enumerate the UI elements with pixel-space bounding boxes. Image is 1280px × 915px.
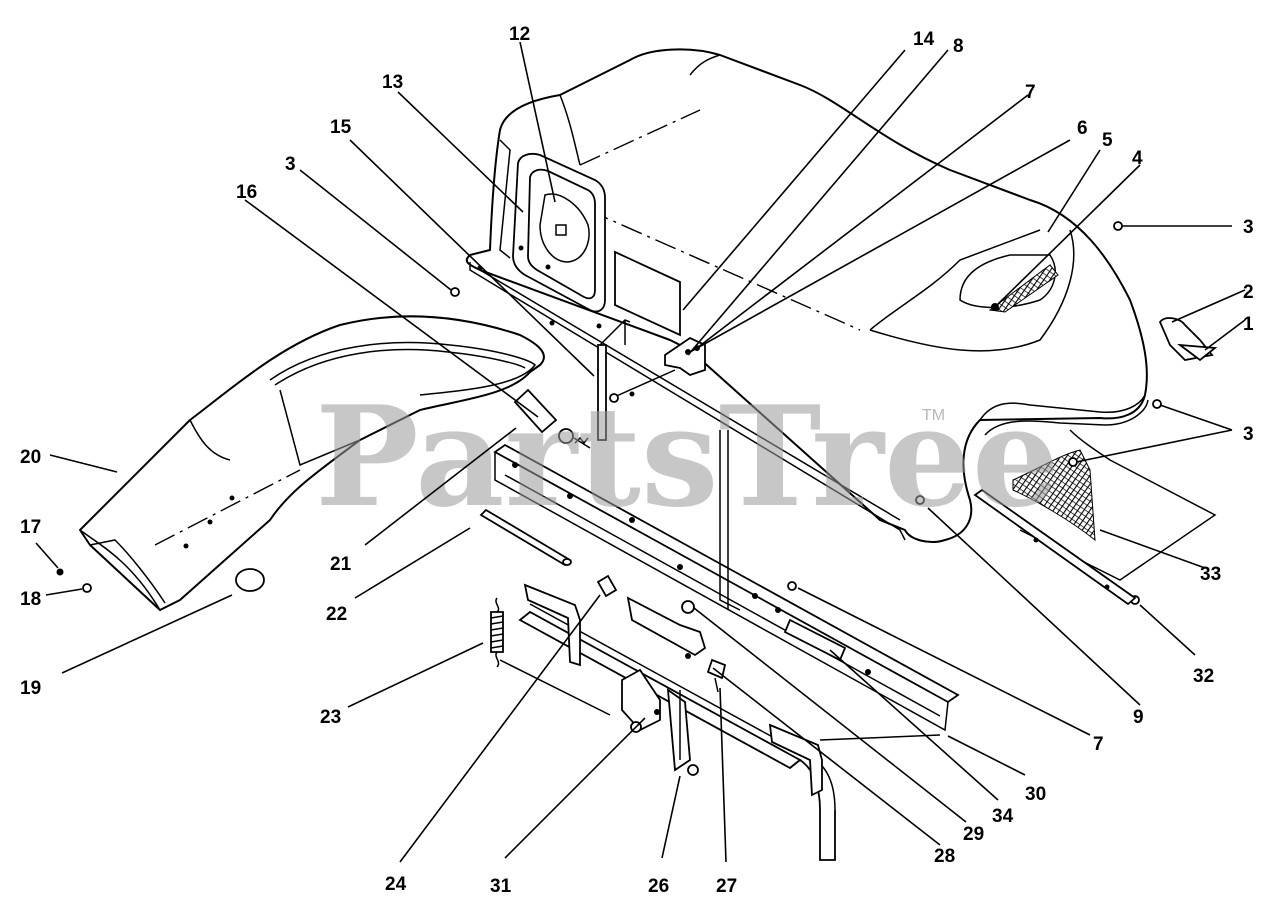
callout-16: 16 <box>236 182 257 203</box>
pivot-rod <box>479 508 572 567</box>
lift-rod <box>597 319 631 441</box>
callout-29: 29 <box>963 824 984 845</box>
callout-22: 22 <box>326 604 347 625</box>
callout-20: 20 <box>20 447 41 468</box>
linkage-assembly <box>490 574 941 861</box>
callout-3-top-right: 3 <box>1243 217 1254 238</box>
callout-18: 18 <box>20 589 41 610</box>
callout-15: 15 <box>330 117 352 138</box>
hardware <box>56 221 1218 606</box>
callout-27: 27 <box>716 876 737 897</box>
callout-19: 19 <box>20 678 41 699</box>
callout-23: 23 <box>320 707 341 728</box>
watermark-trademark: TM <box>922 407 945 424</box>
callout-13: 13 <box>382 72 403 93</box>
callout-17: 17 <box>20 517 41 538</box>
callout-34: 34 <box>992 806 1014 827</box>
callout-8: 8 <box>953 36 964 57</box>
callout-7-bottom: 7 <box>1093 734 1104 755</box>
callout-24: 24 <box>385 874 407 895</box>
watermark-text: PartsTree <box>315 375 1060 538</box>
bag-housing <box>465 48 1217 581</box>
callout-2: 2 <box>1243 282 1254 303</box>
callout-3-right: 3 <box>1243 424 1254 445</box>
callout-5: 5 <box>1102 130 1113 151</box>
handle-grip <box>513 388 591 449</box>
callout-28: 28 <box>934 846 955 867</box>
leader-lines <box>35 41 1246 863</box>
callout-33: 33 <box>1200 564 1221 585</box>
discharge-chute <box>79 315 545 611</box>
callout-21: 21 <box>330 554 352 575</box>
mounting-bar <box>493 430 960 732</box>
callout-4: 4 <box>1132 148 1143 169</box>
callout-6: 6 <box>1077 118 1088 139</box>
callout-7-top: 7 <box>1025 82 1036 103</box>
callout-32: 32 <box>1193 666 1214 687</box>
callout-31: 31 <box>490 876 512 897</box>
callout-9: 9 <box>1133 707 1144 728</box>
callout-30: 30 <box>1025 784 1046 805</box>
callout-1: 1 <box>1243 314 1254 335</box>
callout-labels: 1 2 3 3 3 4 5 6 7 7 8 9 12 13 14 15 16 1… <box>20 24 1254 897</box>
callout-3-left: 3 <box>285 154 296 175</box>
callout-14: 14 <box>913 29 935 50</box>
callout-26: 26 <box>648 876 669 897</box>
callout-12: 12 <box>509 24 530 45</box>
